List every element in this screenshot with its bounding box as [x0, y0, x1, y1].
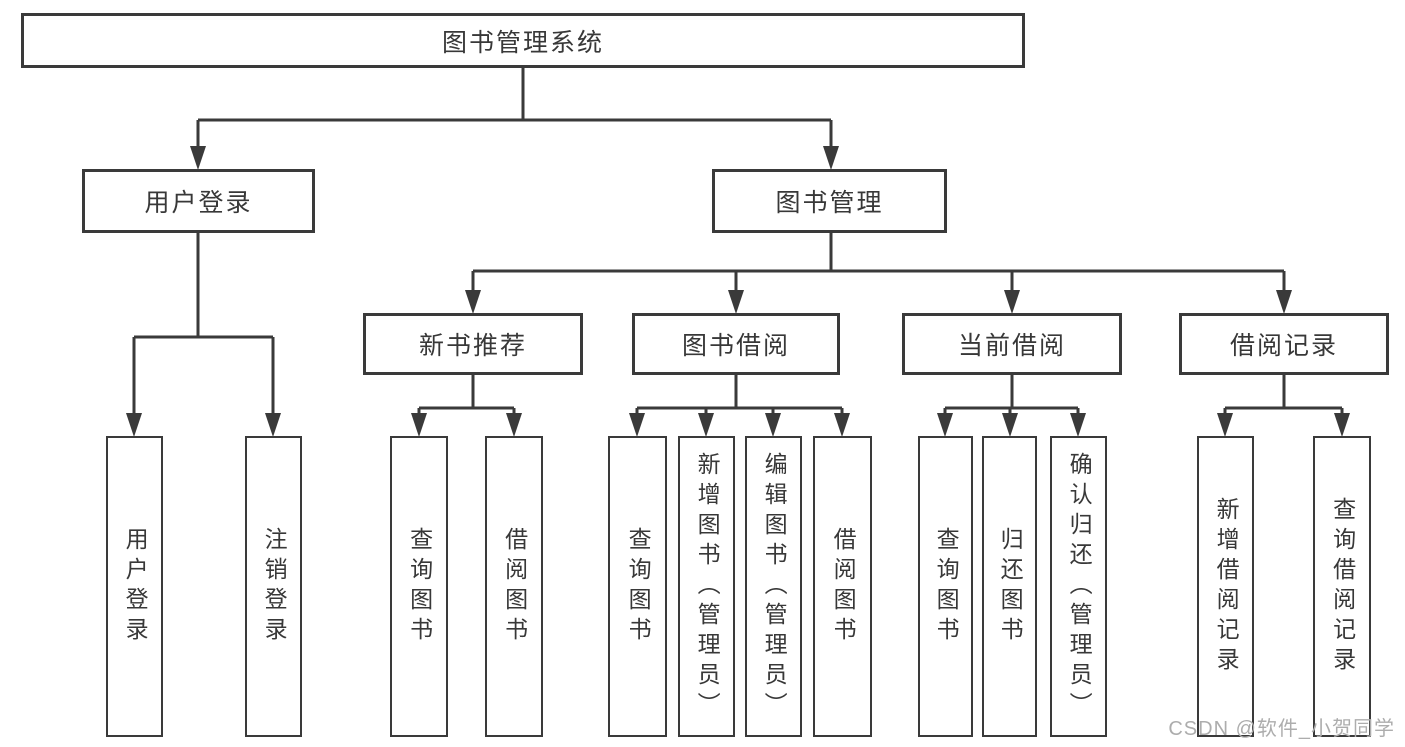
- connector-user-login-to-leaves: [132, 233, 275, 414]
- node-user-login: 用户登录: [82, 169, 315, 233]
- arrow-down-icon: [506, 413, 522, 437]
- node-user-login-label: 用户登录: [144, 189, 253, 217]
- node-book-management-label: 图书管理: [775, 189, 884, 217]
- leaf-current-query-books-label: 查询图书: [933, 526, 960, 647]
- connector-current-borrowing-to-leaves: [943, 375, 1080, 414]
- arrow-down-icon: [1070, 413, 1086, 437]
- arrow-down-icon: [126, 413, 142, 437]
- arrow-down-icon: [1004, 290, 1020, 314]
- arrow-down-icon: [1334, 413, 1350, 437]
- leaf-newbooks-borrow-books-label: 借阅图书: [501, 526, 528, 647]
- leaf-records-add-record: 新增借阅记录: [1197, 436, 1254, 737]
- arrow-down-icon: [765, 413, 781, 437]
- csdn-watermark: CSDN @软件_小贺同学: [1168, 718, 1395, 740]
- leaf-borrowing-edit-book-admin-label: 编辑图书（管理员）: [761, 451, 788, 722]
- arrow-down-icon: [465, 290, 481, 314]
- node-borrowing-records-label: 借阅记录: [1229, 332, 1338, 360]
- arrow-down-icon: [265, 413, 281, 437]
- leaf-current-return-books-label: 归还图书: [997, 526, 1024, 647]
- arrow-down-icon: [1276, 290, 1292, 314]
- node-root: 图书管理系统: [21, 13, 1025, 68]
- leaf-user-login-label: 用户登录: [122, 526, 149, 647]
- arrow-down-icon: [1217, 413, 1233, 437]
- node-book-management: 图书管理: [712, 169, 947, 233]
- leaf-borrowing-borrow-books: 借阅图书: [813, 436, 872, 737]
- node-book-borrowing-label: 图书借阅: [681, 332, 790, 360]
- arrow-down-icon: [1002, 413, 1018, 437]
- connector-root-to-level2: [196, 68, 833, 148]
- node-book-borrowing: 图书借阅: [632, 313, 840, 375]
- node-new-book-recommend-label: 新书推荐: [418, 332, 527, 360]
- leaf-logout-label: 注销登录: [261, 526, 288, 647]
- leaf-newbooks-query-books-label: 查询图书: [406, 526, 433, 647]
- leaf-borrowing-edit-book-admin: 编辑图书（管理员）: [745, 436, 802, 737]
- arrow-down-icon: [190, 146, 206, 170]
- connector-new-book-to-leaves: [417, 375, 516, 414]
- leaf-records-query-record: 查询借阅记录: [1313, 436, 1371, 737]
- leaf-newbooks-query-books: 查询图书: [390, 436, 448, 737]
- leaf-records-query-record-label: 查询借阅记录: [1329, 496, 1356, 677]
- leaf-current-return-books: 归还图书: [982, 436, 1037, 737]
- node-new-book-recommend: 新书推荐: [363, 313, 583, 375]
- connector-book-management-to-level3: [471, 233, 1286, 292]
- leaf-user-login: 用户登录: [106, 436, 163, 737]
- arrow-down-icon: [823, 146, 839, 170]
- leaf-borrowing-query-books: 查询图书: [608, 436, 667, 737]
- leaf-records-add-record-label: 新增借阅记录: [1213, 496, 1240, 677]
- node-root-label: 图书管理系统: [441, 28, 604, 57]
- leaf-borrowing-add-book-admin-label: 新增图书（管理员）: [694, 451, 721, 722]
- arrow-down-icon: [834, 413, 850, 437]
- node-current-borrowing: 当前借阅: [902, 313, 1122, 375]
- leaf-borrowing-query-books-label: 查询图书: [625, 526, 652, 647]
- node-borrowing-records: 借阅记录: [1179, 313, 1389, 375]
- leaf-newbooks-borrow-books: 借阅图书: [485, 436, 543, 737]
- connector-book-borrowing-to-leaves: [635, 375, 844, 414]
- connector-borrowing-records-to-leaves: [1223, 375, 1344, 414]
- leaf-current-confirm-return-admin-label: 确认归还（管理员）: [1066, 451, 1093, 722]
- leaf-logout: 注销登录: [245, 436, 302, 737]
- node-current-borrowing-label: 当前借阅: [957, 332, 1066, 360]
- arrow-down-icon: [629, 413, 645, 437]
- arrow-down-icon: [698, 413, 714, 437]
- leaf-borrowing-add-book-admin: 新增图书（管理员）: [678, 436, 735, 737]
- leaf-current-confirm-return-admin: 确认归还（管理员）: [1050, 436, 1107, 737]
- arrow-down-icon: [728, 290, 744, 314]
- arrow-down-icon: [937, 413, 953, 437]
- leaf-current-query-books: 查询图书: [918, 436, 973, 737]
- arrow-down-icon: [411, 413, 427, 437]
- leaf-borrowing-borrow-books-label: 借阅图书: [830, 526, 857, 647]
